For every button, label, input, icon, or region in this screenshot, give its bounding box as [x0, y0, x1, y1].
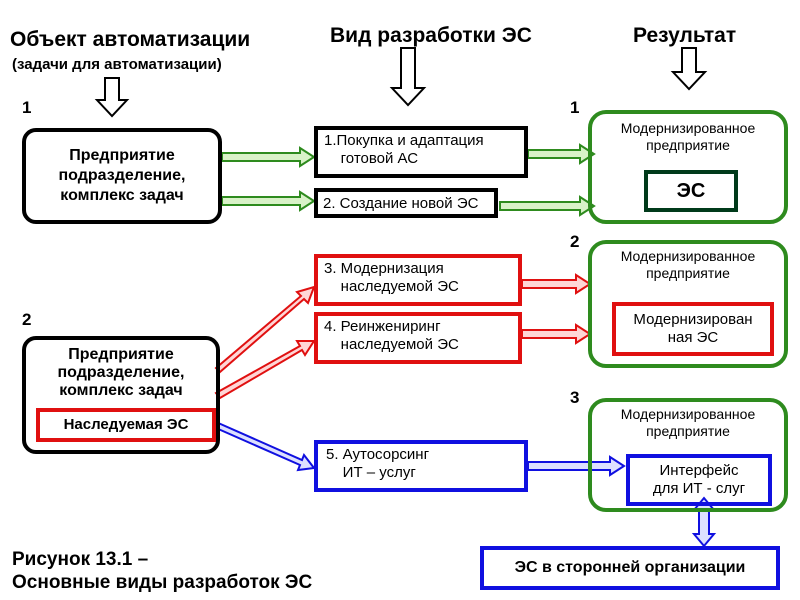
option-4-box: 4. Реинжениринг наследуемой ЭС: [314, 312, 522, 364]
caption-line-2: Основные виды разработок ЭС: [12, 572, 313, 593]
arrow-enterprise1-to-opt1: [221, 146, 316, 168]
arrow-enterprise2-to-opt5: [215, 420, 316, 472]
result-2-inner-label: Модернизирован ная ЭС: [633, 311, 753, 346]
down-arrow-icon: [670, 47, 708, 91]
option-4-label: 4. Реинжениринг наследуемой ЭС: [324, 318, 459, 353]
enterprise-box-2-label: Предприятие подразделение, комплекс зада…: [57, 346, 185, 399]
legacy-es-label: Наследуемая ЭС: [63, 416, 189, 433]
header-down-arrows: [94, 47, 708, 118]
legacy-es-box: Наследуемая ЭС: [36, 408, 216, 442]
result-1-title: Модернизированное предприятие: [620, 120, 756, 153]
result-2-title: Модернизированное предприятие: [620, 248, 756, 281]
header-object-sub: (задачи для автоматизации): [12, 56, 222, 73]
option-1-label: 1.Покупка и адаптация готовой АС: [324, 132, 484, 167]
header-result: Результат: [633, 24, 737, 47]
arrow-opt2-to-result1: [499, 195, 596, 217]
third-party-es-label: ЭС в сторонней организации: [514, 559, 746, 576]
option-1-box: 1.Покупка и адаптация готовой АС: [314, 126, 528, 178]
option-2-box: 2. Создание новой ЭС: [314, 188, 498, 218]
result-3-inner-label: Интерфейс для ИТ - слуг: [652, 462, 746, 497]
result-box-1: Модернизированное предприятие ЭС: [588, 110, 788, 224]
enterprise-box-2: Предприятие подразделение, комплекс зада…: [22, 336, 220, 454]
header-kind: Вид разработки ЭС: [330, 24, 532, 47]
enterprise-box-1: Предприятие подразделение, комплекс зада…: [22, 128, 222, 224]
result-3-title: Модернизированное предприятие: [620, 406, 756, 439]
arrow-opt5-to-interface: [527, 455, 626, 477]
result-box-3: Модернизированное предприятие Интерфейс …: [588, 398, 788, 512]
third-party-es-box: ЭС в сторонней организации: [480, 546, 780, 590]
arrow-opt1-to-result1: [527, 143, 596, 165]
result-3-inner: Интерфейс для ИТ - слуг: [626, 454, 772, 506]
result-1-inner-label: ЭС: [676, 180, 706, 202]
arrow-enterprise1-to-opt2: [221, 190, 316, 212]
red-arrows: [214, 273, 592, 400]
arrow-enterprise2-to-opt4: [214, 340, 316, 400]
option-5-box: 5. Аутосорсинг ИТ – услуг: [314, 440, 528, 492]
result-box-2: Модернизированное предприятие Модернизир…: [588, 240, 788, 368]
header-object: Объект автоматизации: [10, 28, 251, 51]
arrow-opt3-to-result2: [521, 273, 592, 295]
number-right-2: 2: [570, 232, 580, 251]
arrow-enterprise2-to-opt3: [214, 285, 316, 374]
enterprise-box-1-label: Предприятие подразделение, комплекс зада…: [58, 147, 186, 204]
number-right-1: 1: [570, 98, 580, 117]
number-left-1: 1: [22, 98, 32, 117]
number-right-3: 3: [570, 388, 580, 407]
option-5-label: 5. Аутосорсинг ИТ – услуг: [326, 446, 430, 481]
number-left-2: 2: [22, 310, 32, 329]
result-1-inner: ЭС: [644, 170, 738, 212]
down-arrow-icon: [389, 47, 427, 107]
green-arrows: [221, 143, 596, 217]
down-arrow-icon: [94, 77, 130, 118]
option-2-label: 2. Создание новой ЭС: [323, 195, 479, 212]
caption-line-1: Рисунок 13.1 –: [12, 549, 149, 570]
arrow-opt4-to-result2: [521, 323, 592, 345]
option-3-box: 3. Модернизация наследуемой ЭС: [314, 254, 522, 306]
result-2-inner: Модернизирован ная ЭС: [612, 302, 774, 356]
option-3-label: 3. Модернизация наследуемой ЭС: [324, 260, 459, 295]
